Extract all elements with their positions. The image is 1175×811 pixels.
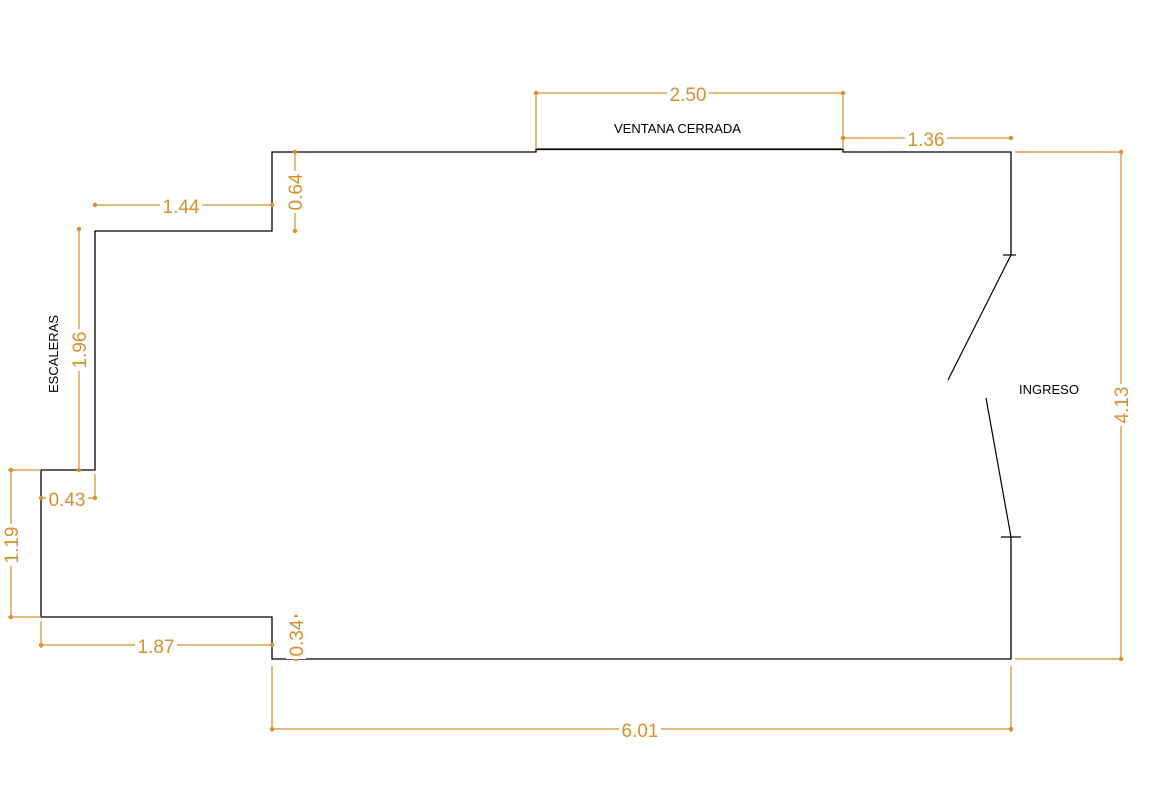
dim-label-right-height: 4.13 [1112,387,1133,424]
dim-tick [1008,135,1014,141]
door-leaf-upper [947,254,1012,381]
dim-tick [292,149,298,155]
dim-tick [269,202,275,208]
dim-tick [76,226,82,232]
dim-label-bottom-step: 0.34 [287,619,308,656]
dim-tick [269,642,275,648]
wall-outline [40,148,1012,660]
dim-tick [269,726,275,732]
dim-tick [840,135,846,141]
entrance-label: INGRESO [1019,382,1079,397]
dim-label-right-top: 1.36 [908,130,945,151]
dim-label-total-width: 6.01 [622,721,659,742]
dim-tick [38,495,44,501]
stairs-label: ESCALERAS [46,315,61,393]
dim-label-top-step: 0.64 [286,173,307,210]
dim-tick [292,228,298,234]
dim-label-lower-left: 1.19 [2,527,23,564]
dim-tick [92,202,98,208]
dim-label-left-height: 1.96 [70,332,91,369]
dim-tick [1118,656,1124,662]
dim-tick [533,90,539,96]
dimension-lines [8,90,1124,732]
dim-tick [1118,149,1124,155]
entrance-door [947,254,1021,538]
dim-tick [1008,726,1014,732]
door-leaf-lower [985,397,1012,538]
dim-tick [8,614,14,620]
dim-label-window: 2.50 [670,85,707,106]
dim-tick [76,467,82,473]
window-label: VENTANA CERRADA [614,121,741,136]
dim-tick [92,495,98,501]
dim-label-top-left: 1.44 [163,197,200,218]
dim-tick [38,642,44,648]
dim-label-left-step: 0.43 [49,490,86,511]
dim-label-bottom-left: 1.87 [138,637,175,658]
walls [40,148,1012,660]
dim-tick [840,90,846,96]
dimension-labels: 2.50 1.36 4.13 1.44 0.64 1.96 0.43 1.19 … [1,84,1133,742]
dim-tick [8,467,14,473]
